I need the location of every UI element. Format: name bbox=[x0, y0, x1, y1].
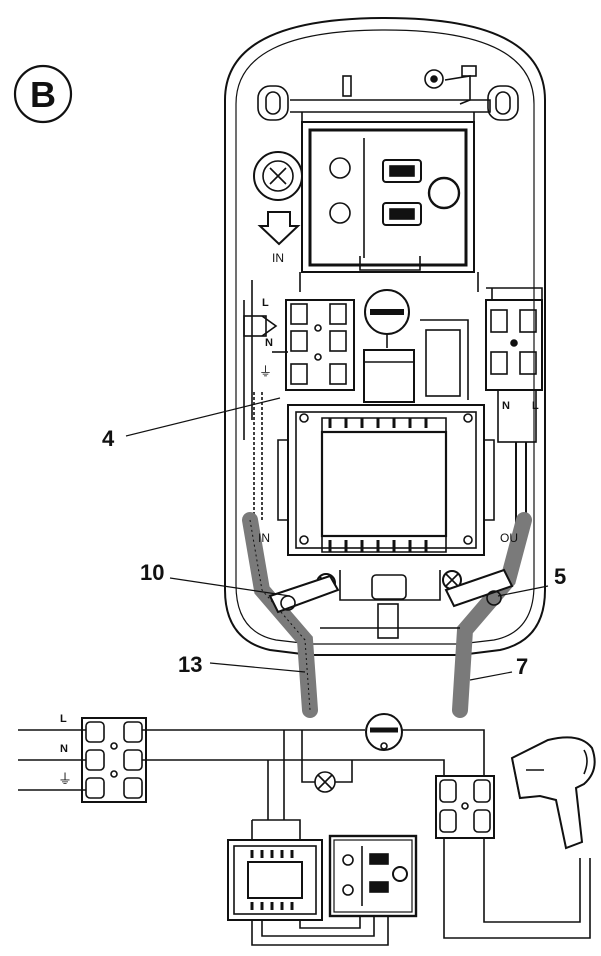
schematic-l-label: L bbox=[60, 713, 67, 725]
top-clip bbox=[342, 75, 352, 97]
housing bbox=[224, 16, 546, 656]
terminal-right-n-label: N bbox=[502, 400, 510, 412]
section-badge: B bbox=[13, 64, 73, 124]
terminal-block-right bbox=[485, 287, 543, 443]
wire-n bbox=[142, 759, 445, 776]
schematic-n-label: N bbox=[60, 743, 68, 755]
schematic-socket-outlet bbox=[328, 834, 418, 918]
cable-clamp-left bbox=[268, 573, 340, 614]
thermostat-dial bbox=[364, 289, 410, 348]
in-arrow-label: IN bbox=[272, 251, 284, 265]
schematic-output-terminal bbox=[435, 775, 495, 839]
schematic-input-terminal bbox=[81, 717, 147, 803]
cable-in bbox=[242, 512, 318, 718]
callout-13: 13 bbox=[178, 652, 202, 677]
callout-5: 5 bbox=[554, 564, 566, 589]
terminal-left-l-label: L bbox=[262, 297, 269, 309]
cable-out-label: OU bbox=[500, 531, 518, 545]
leader-5 bbox=[497, 585, 549, 597]
relay-box bbox=[363, 349, 415, 403]
schematic-earth-icon: ⏚ bbox=[58, 771, 72, 787]
badge-letter: B bbox=[30, 74, 56, 115]
leader-7 bbox=[469, 671, 513, 681]
schematic-transformer bbox=[227, 839, 323, 921]
terminal-left-earth-icon: ⏚ bbox=[259, 364, 272, 379]
thermal-fuse bbox=[424, 65, 477, 105]
callout-4: 4 bbox=[102, 426, 115, 451]
thermostat-knob-icon bbox=[365, 713, 403, 751]
terminal-block-left bbox=[243, 299, 355, 391]
terminal-left-n-label: N bbox=[265, 337, 273, 349]
leader-4 bbox=[125, 397, 281, 437]
in-arrow-icon bbox=[257, 211, 301, 246]
cable-gland-knob bbox=[253, 151, 303, 201]
cable-out bbox=[452, 512, 532, 718]
leader-13 bbox=[209, 662, 306, 673]
cable-clamp-right bbox=[442, 568, 514, 608]
leader-10 bbox=[169, 577, 291, 597]
mounting-slot-right bbox=[487, 85, 519, 121]
callout-10: 10 bbox=[140, 560, 164, 585]
socket-outlet bbox=[301, 112, 475, 273]
indicator-lamp-icon bbox=[314, 771, 336, 793]
mounting-slot-left bbox=[257, 85, 289, 121]
transformer bbox=[277, 404, 495, 556]
terminal-right-l-label: L bbox=[532, 400, 539, 412]
pcb-component bbox=[425, 329, 461, 397]
cable-in-label: IN bbox=[258, 531, 270, 545]
callout-7: 7 bbox=[516, 654, 528, 679]
hair-dryer-icon bbox=[510, 736, 596, 850]
